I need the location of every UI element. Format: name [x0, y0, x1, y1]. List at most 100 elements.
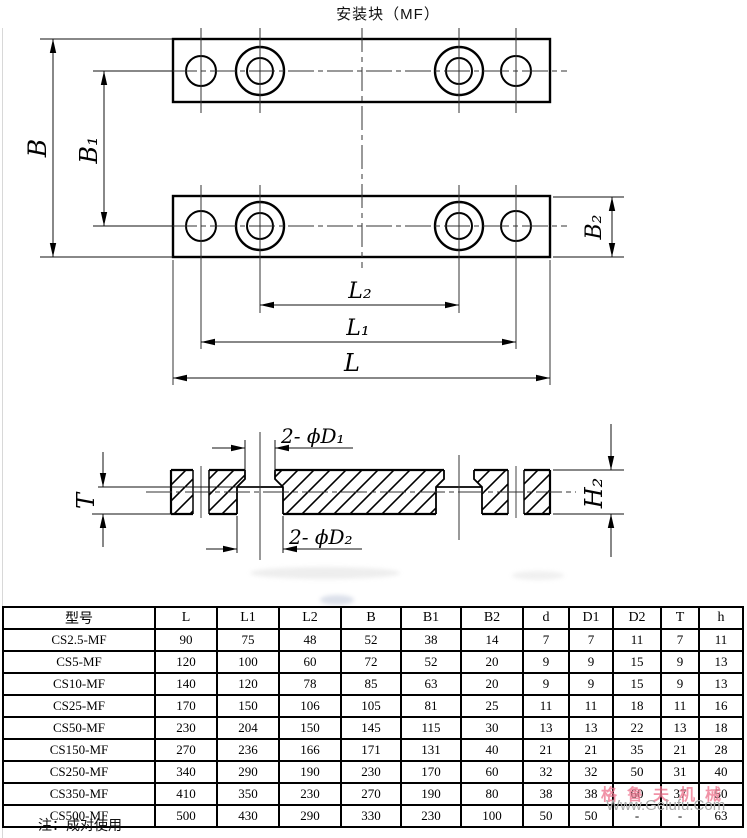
cell-model: CS250-MF [2, 760, 156, 784]
artifact-smudge [320, 595, 354, 605]
cell: 290 [216, 760, 280, 784]
cell: 7 [568, 628, 614, 652]
svg-text:L₂: L₂ [347, 279, 371, 304]
cell: 230 [154, 716, 218, 740]
svg-text:B₂: B₂ [582, 215, 607, 241]
col-header: L1 [216, 606, 280, 630]
cell: 21 [660, 738, 700, 762]
cell-model: CS500-MF [2, 804, 156, 828]
dimension-B: B [23, 38, 173, 258]
section-view [146, 432, 576, 560]
cell: 81 [400, 694, 462, 718]
cell: 50 [612, 760, 662, 784]
cell: 52 [340, 628, 402, 652]
dimension-L2: L₂ [260, 279, 459, 309]
cell: 100 [216, 650, 280, 674]
cell: 270 [154, 738, 218, 762]
cell-model: CS10-MF [2, 672, 156, 696]
cell: 60 [460, 760, 524, 784]
cell: 28 [698, 738, 744, 762]
artifact-smudge [512, 571, 564, 580]
cell: 230 [340, 760, 402, 784]
cell: 340 [154, 760, 218, 784]
watermark-url: Www.Gelufu.Com [606, 797, 726, 814]
svg-text:B: B [23, 139, 52, 158]
cell: 72 [340, 650, 402, 674]
cell: 11 [660, 694, 700, 718]
cell: 290 [278, 804, 342, 828]
cell: 11 [698, 628, 744, 652]
cell: 9 [660, 650, 700, 674]
cell: 140 [154, 672, 218, 696]
dimension-D1: 2- ϕD₁ [212, 424, 353, 472]
cell: 50 [568, 804, 614, 828]
cell: 106 [278, 694, 342, 718]
cell: 15 [612, 650, 662, 674]
usage-note: 注：成对使用 [38, 817, 122, 833]
col-header: L [154, 606, 218, 630]
cell: 60 [278, 650, 342, 674]
cell: 171 [340, 738, 402, 762]
col-header: B2 [460, 606, 524, 630]
col-header: T [660, 606, 700, 630]
cell: 78 [278, 672, 342, 696]
col-header: L2 [278, 606, 342, 630]
cell: 13 [698, 672, 744, 696]
col-header: d [522, 606, 570, 630]
cell: 166 [278, 738, 342, 762]
cell: 21 [568, 738, 614, 762]
cell: 35 [612, 738, 662, 762]
cell: 22 [612, 716, 662, 740]
cell: 350 [216, 782, 280, 806]
dimension-B1: B₁ [75, 70, 173, 227]
cell: 430 [216, 804, 280, 828]
svg-text:B₁: B₁ [75, 136, 103, 164]
cell: 115 [400, 716, 462, 740]
col-header: B1 [400, 606, 462, 630]
cell-model: CS350-MF [2, 782, 156, 806]
cell: 9 [660, 672, 700, 696]
cell: 38 [568, 782, 614, 806]
cell: 15 [612, 672, 662, 696]
dimension-L1: L₁ [201, 316, 516, 346]
cell: 40 [460, 738, 524, 762]
dimension-B2: B₂ [553, 196, 624, 258]
cell-model: CS50-MF [2, 716, 156, 740]
cell: 38 [400, 628, 462, 652]
cell-model: CS25-MF [2, 694, 156, 718]
col-header: B [340, 606, 402, 630]
cell: 9 [568, 650, 614, 674]
cell: 105 [340, 694, 402, 718]
svg-text:L: L [343, 349, 360, 377]
cell: 75 [216, 628, 280, 652]
cell-model: CS5-MF [2, 650, 156, 674]
cell-model: CS150-MF [2, 738, 156, 762]
cell: 330 [340, 804, 402, 828]
cell: 37 [660, 782, 700, 806]
svg-text:L₁: L₁ [345, 316, 369, 341]
cell: 20 [460, 650, 524, 674]
watermark-brand: 格鲁夫机械 [601, 787, 732, 804]
dimension-T: T [72, 452, 260, 547]
cell: 13 [698, 650, 744, 674]
col-header: h [698, 606, 744, 630]
cell: 63 [400, 672, 462, 696]
cell: 52 [400, 650, 462, 674]
dimension-L: L [173, 349, 550, 382]
cell: 90 [154, 628, 218, 652]
plan-view-lower-block [93, 185, 567, 385]
cell: 230 [278, 782, 342, 806]
cell: 30 [460, 716, 524, 740]
dimension-H2: H₂ [553, 424, 624, 557]
cell: 9 [522, 672, 570, 696]
col-header: D1 [568, 606, 614, 630]
cell: 9 [568, 672, 614, 696]
